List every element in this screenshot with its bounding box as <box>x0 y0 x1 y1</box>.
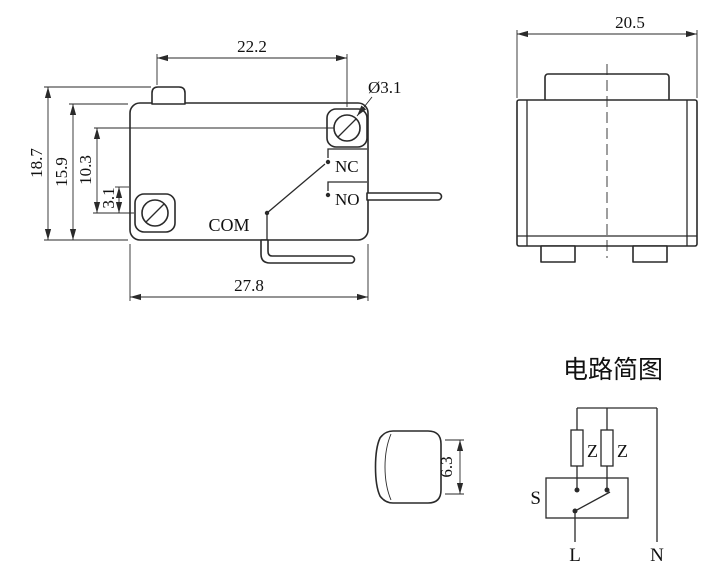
plunger-button <box>151 86 186 105</box>
hole-slot-line-top <box>337 118 357 138</box>
nc-contact-bracket <box>327 148 367 158</box>
dim-hole-spacing-value: 10.3 <box>76 155 95 185</box>
dimension-hole-offset: 3.1 <box>99 186 129 213</box>
plunger-dome-arc <box>384 433 392 501</box>
label-com: COM <box>208 215 249 235</box>
label-l: L <box>569 545 581 566</box>
resistor-z-right <box>600 429 614 467</box>
dimension-top-width: 22.2 <box>156 37 348 107</box>
plunger-outline <box>374 430 442 504</box>
circuit-diagram: 电路简图 Z Z S L N <box>530 356 664 566</box>
terminal-no-blade <box>366 192 443 201</box>
dimension-body-height: 15.9 <box>52 103 128 240</box>
dim-side-width-value: 20.5 <box>615 13 645 32</box>
dimension-plunger-height: 6.3 <box>437 439 464 495</box>
circuit-title: 电路简图 <box>563 356 663 384</box>
front-view: NC NO COM 22.2 Ø3.1 18.7 15.9 <box>27 37 443 301</box>
dimension-bottom-width: 27.8 <box>129 244 369 301</box>
contact-lever <box>266 163 326 214</box>
nc-contact-dot <box>325 159 331 165</box>
no-contact-bracket <box>327 181 367 191</box>
terminal-com-blade <box>260 239 356 264</box>
switch-contact-right-dot <box>604 487 610 493</box>
side-view: 20.5 <box>516 13 698 263</box>
label-no: NO <box>335 190 360 209</box>
switch-blade <box>574 491 611 512</box>
dimension-total-height: 18.7 <box>27 86 151 241</box>
label-n: N <box>650 545 664 566</box>
dim-hole-offset-value: 3.1 <box>99 187 118 208</box>
dimension-hole-spacing: 10.3 <box>76 128 134 214</box>
dim-plunger-height-value: 6.3 <box>437 456 456 477</box>
resistor-z-left <box>570 429 584 467</box>
dim-top-width-value: 22.2 <box>237 37 267 56</box>
dim-body-height-value: 15.9 <box>52 157 71 187</box>
no-contact-dot <box>325 192 331 198</box>
dim-total-height-value: 18.7 <box>27 148 46 178</box>
label-nc: NC <box>335 157 359 176</box>
side-foot-left <box>540 245 576 263</box>
switch-contact-left-dot <box>574 487 580 493</box>
side-foot-right <box>632 245 668 263</box>
dim-hole-diameter-value: Ø3.1 <box>368 78 402 97</box>
leader-line <box>356 96 373 117</box>
label-s: S <box>530 488 541 509</box>
switch-box-s <box>545 477 629 519</box>
dim-bottom-width-value: 27.8 <box>234 276 264 295</box>
plunger-detail-view: 6.3 <box>374 430 464 504</box>
switch-body-outline <box>129 102 369 241</box>
dimension-side-width: 20.5 <box>516 13 698 98</box>
label-z-left: Z <box>587 441 598 461</box>
label-z-right: Z <box>617 441 628 461</box>
hole-slot-line-bottom <box>145 203 165 223</box>
dimension-hole-diameter: Ø3.1 <box>356 78 402 117</box>
